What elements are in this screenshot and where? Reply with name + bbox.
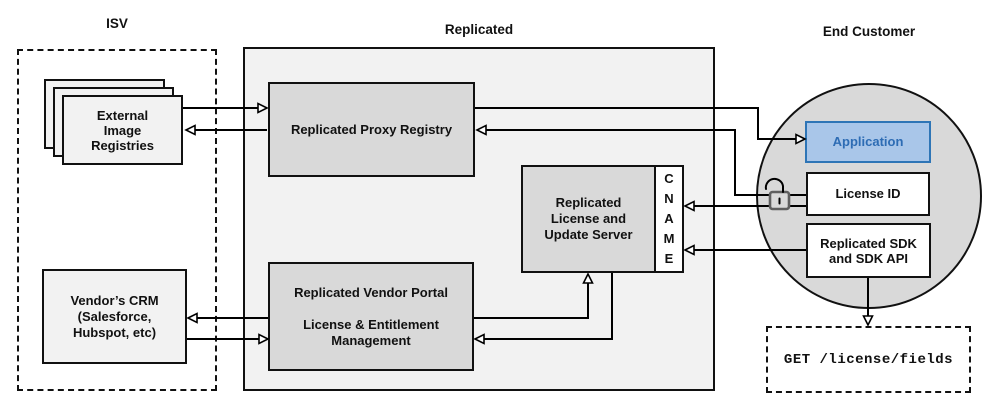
section-header-isv: ISV — [106, 16, 128, 31]
section-header-end-customer: End Customer — [822, 24, 916, 39]
cname-node: C N A M E — [654, 165, 684, 273]
license-update-server-label: Replicated License and Update Server — [544, 195, 633, 242]
proxy-registry-node: Replicated Proxy Registry — [268, 82, 475, 177]
replicated-sdk-label: Replicated SDK and SDK API — [820, 235, 917, 266]
vendor-portal-node: Replicated Vendor Portal License & Entit… — [268, 262, 474, 371]
license-id-node: License ID — [806, 172, 930, 216]
license-id-label: License ID — [835, 186, 901, 201]
get-license-fields-label: GET /license/fields — [783, 351, 954, 368]
vendors-crm-label: Vendor’s CRM (Salesforce, Hubspot, etc) — [70, 292, 159, 340]
external-image-registries-label: External Image Registries — [91, 107, 154, 153]
application-node: Application — [805, 121, 931, 163]
external-image-registries-node: External Image Registries — [62, 95, 183, 165]
proxy-registry-label: Replicated Proxy Registry — [290, 121, 453, 137]
get-license-fields-node: GET /license/fields — [766, 326, 971, 393]
replicated-sdk-node: Replicated SDK and SDK API — [806, 223, 931, 278]
application-label: Application — [832, 134, 904, 149]
cname-label: C N A M E — [663, 171, 675, 266]
license-update-server-node: Replicated License and Update Server — [521, 165, 656, 273]
isv-boundary — [17, 49, 217, 391]
vendors-crm-node: Vendor’s CRM (Salesforce, Hubspot, etc) — [42, 269, 187, 364]
section-header-replicated: Replicated — [444, 22, 514, 37]
vendor-portal-label: Replicated Vendor Portal License & Entit… — [294, 284, 448, 348]
